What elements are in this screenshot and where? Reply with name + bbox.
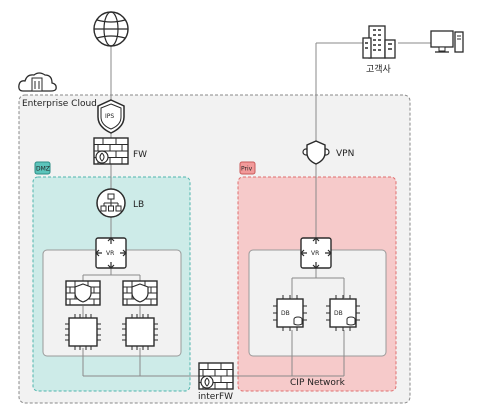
vr-priv-label: VR [311,250,319,257]
virtual-router-icon [95,237,127,269]
db1-label: DB [281,310,290,317]
waf-firewall-icon [65,280,101,306]
database-server-icon [326,295,360,331]
vpn-shield-icon [302,140,330,165]
priv-tag-label: Priv [241,166,253,173]
dmz-tag-label: DMZ [36,166,50,173]
desktop-computer-icon [430,30,464,53]
enterprise-cloud-label: Enterprise Cloud [22,99,97,109]
database-server-icon [273,295,307,331]
cloud-building-icon [18,72,57,92]
ips-label: IPS [105,113,114,120]
vr-dmz-label: VR [106,250,114,257]
inter-firewall-icon [198,362,234,390]
firewall-icon [93,137,129,165]
virtual-router-icon [300,237,332,269]
server-chip-icon [122,314,158,350]
customer-label: 고객사 [366,64,392,75]
dmz-tag [34,161,51,175]
cip-network-label: CIP Network [290,378,346,388]
db2-label: DB [334,310,343,317]
priv-tag [239,161,256,175]
customer-building-icon [362,25,396,59]
vpn-label: VPN [336,149,354,159]
load-balancer-icon [96,188,126,218]
interfw-label: interFW [198,392,233,402]
server-chip-icon [65,314,101,350]
internet-globe-icon [93,11,129,47]
fw-label: FW [133,150,147,160]
lb-label: LB [133,200,144,210]
waf-firewall-icon [122,280,158,306]
ips-shield-icon [97,99,125,134]
